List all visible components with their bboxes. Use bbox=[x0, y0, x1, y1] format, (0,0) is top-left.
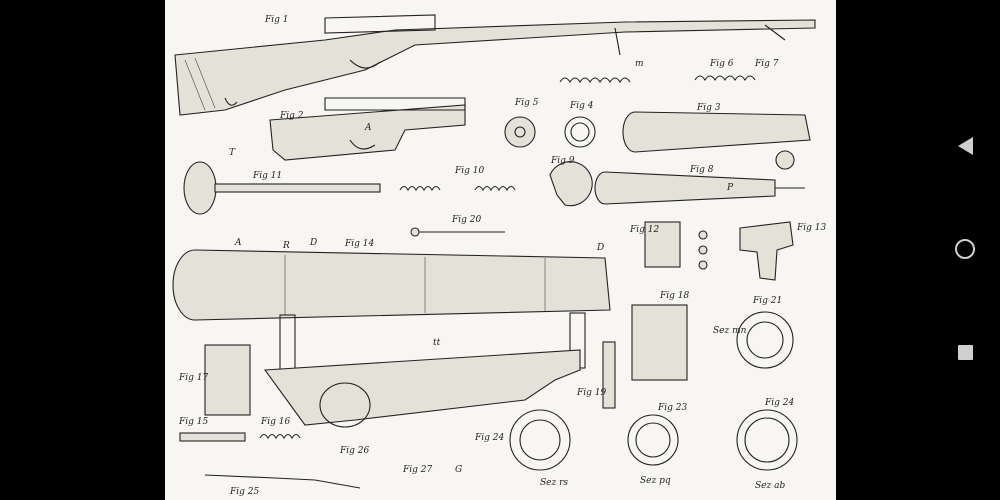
fig24b-label: Fig 24 bbox=[764, 398, 794, 408]
android-nav-bar bbox=[930, 0, 1000, 500]
fig11-label: Fig 11 bbox=[252, 171, 282, 181]
sec-rs-label: Sez rs bbox=[540, 478, 568, 488]
fig19-label: Fig 19 bbox=[576, 388, 606, 398]
fig6-label: Fig 6 bbox=[709, 59, 734, 69]
fig9-part bbox=[549, 161, 593, 207]
back-triangle-icon bbox=[957, 137, 973, 155]
fig21-label: Fig 21 bbox=[752, 296, 782, 306]
letter-p: P bbox=[726, 183, 734, 193]
back-button[interactable] bbox=[943, 124, 987, 168]
recents-square-icon bbox=[957, 344, 973, 360]
fig11-rod bbox=[183, 161, 381, 215]
fig14-receiver bbox=[172, 249, 611, 371]
home-button[interactable] bbox=[943, 227, 987, 271]
fig16-spring bbox=[259, 433, 301, 440]
fig26-label: Fig 26 bbox=[339, 446, 369, 456]
fig18-label: Fig 18 bbox=[659, 291, 689, 301]
fig1-label: Fig 1 bbox=[264, 15, 288, 25]
trigger-guard-plate bbox=[263, 349, 581, 428]
fig17-block bbox=[204, 344, 251, 416]
letter-t: T bbox=[229, 148, 236, 158]
fig19-pin bbox=[602, 341, 616, 409]
fig13-trigger bbox=[739, 221, 794, 281]
fig3-label: Fig 3 bbox=[696, 103, 721, 113]
letter-tt: tt bbox=[433, 338, 441, 348]
fig24-label: Fig 24 bbox=[474, 433, 504, 443]
fig17-label: Fig 17 bbox=[178, 373, 208, 383]
fig15-label: Fig 15 bbox=[178, 417, 208, 427]
letter-m: m bbox=[635, 59, 644, 69]
patent-drawing: Fig 1 Fig 2 A m Fig 6 Fig 7 Fig 5 Fig 4 bbox=[165, 0, 836, 500]
fig8-bolt-body bbox=[594, 171, 805, 205]
recents-button[interactable] bbox=[943, 330, 987, 374]
spring-fig6 bbox=[694, 75, 756, 82]
fig3-bolt bbox=[622, 111, 811, 170]
fig5-gear bbox=[504, 116, 536, 148]
fig4-ring bbox=[564, 116, 596, 148]
fig23-ring bbox=[627, 414, 679, 466]
fig24-ring bbox=[736, 409, 798, 471]
fig2-label: Fig 2 bbox=[279, 111, 304, 121]
fig14-letter-a: A bbox=[234, 238, 242, 248]
fig16-label: Fig 16 bbox=[260, 417, 290, 427]
fig9-label: Fig 9 bbox=[550, 156, 575, 166]
fig2-letter-a: A bbox=[364, 123, 372, 133]
fig13-label: Fig 13 bbox=[796, 223, 826, 233]
sec-mn-label: Sez mn bbox=[713, 326, 747, 336]
fig14-letter-d: D bbox=[309, 238, 317, 248]
fig14-letter-r: R bbox=[282, 241, 290, 251]
fig10-spring-b bbox=[474, 185, 516, 192]
fig18-block bbox=[631, 304, 688, 381]
fig7-label: Fig 7 bbox=[754, 59, 779, 69]
rifle-exploded-diagram: Fig 1 Fig 2 A m Fig 6 Fig 7 Fig 5 Fig 4 bbox=[172, 14, 826, 497]
fig10-spring-a bbox=[399, 185, 441, 192]
fig14-letter-d2: D bbox=[596, 243, 604, 253]
spring-m bbox=[559, 77, 631, 84]
fig4-label: Fig 4 bbox=[569, 101, 594, 111]
ring-sez-rs bbox=[509, 409, 571, 471]
fig21-ring bbox=[736, 311, 794, 369]
sec-ab-label: Sez ab bbox=[755, 481, 785, 491]
fig15-pin bbox=[179, 432, 246, 442]
sec-pq-label: Sez pq bbox=[640, 476, 671, 486]
fig5-label: Fig 5 bbox=[514, 98, 539, 108]
letter-g: G bbox=[455, 465, 462, 475]
fig25-part bbox=[204, 474, 361, 489]
fig20-label: Fig 20 bbox=[451, 215, 481, 225]
fig14-label: Fig 14 bbox=[344, 239, 374, 249]
home-circle-icon bbox=[955, 239, 975, 259]
fig2-receiver bbox=[269, 97, 466, 161]
fig25-label: Fig 25 bbox=[229, 487, 259, 497]
fig1-rifle bbox=[174, 14, 816, 116]
fig27-label: Fig 27 bbox=[402, 465, 432, 475]
fig12-plate bbox=[644, 221, 681, 268]
fig10-label: Fig 10 bbox=[454, 166, 484, 176]
fig8-label: Fig 8 bbox=[689, 165, 714, 175]
fig12-label: Fig 12 bbox=[629, 225, 659, 235]
fig23-label: Fig 23 bbox=[657, 403, 687, 413]
